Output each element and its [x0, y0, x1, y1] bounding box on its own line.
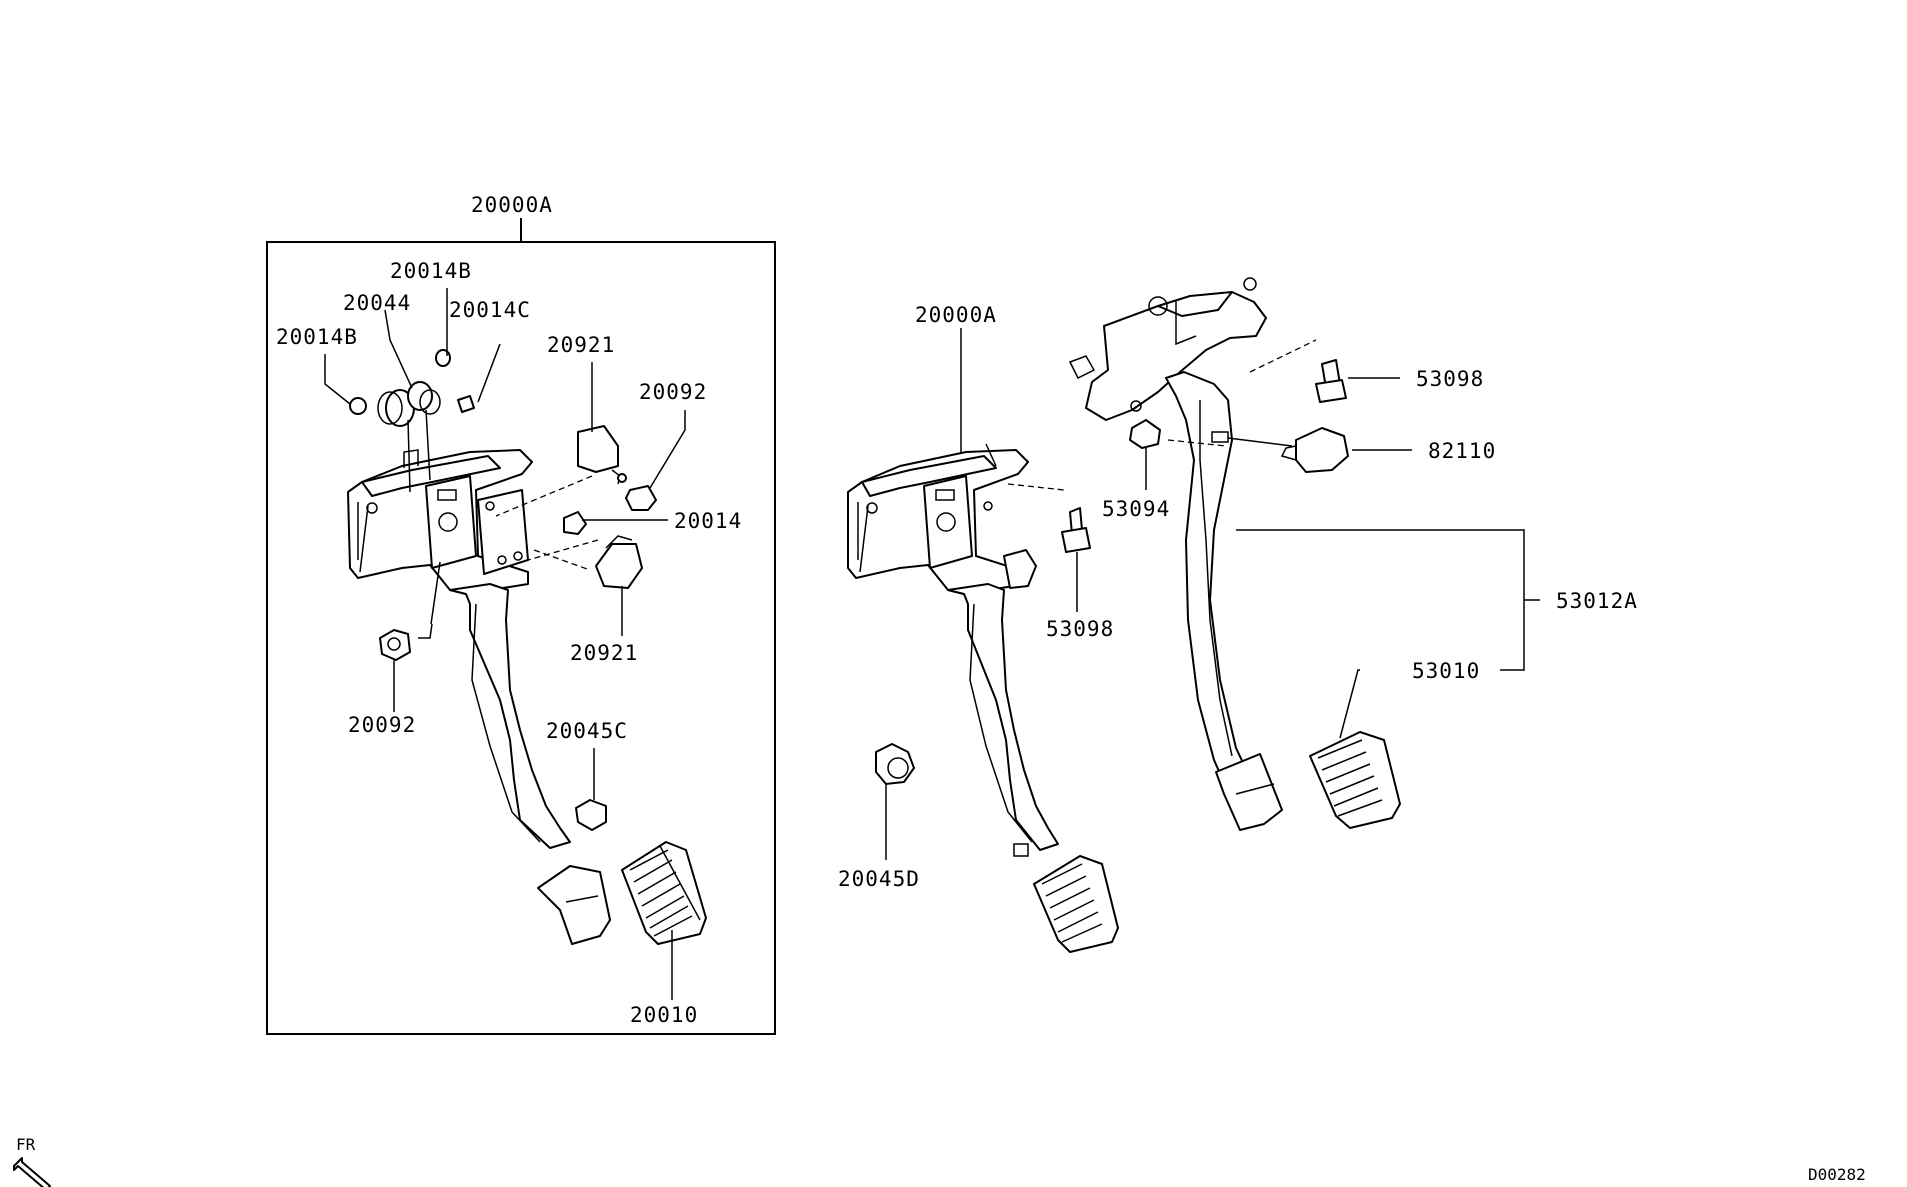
- label-clip-b-left: 20014B: [276, 325, 358, 349]
- right-assembly-group: 20000A 53098 82110 53094 53098 53012A 53…: [838, 277, 1638, 953]
- label-clip-c: 20014C: [449, 298, 531, 322]
- switch-bottom-part: [595, 535, 643, 589]
- label-bolt-top: 53098: [1416, 367, 1484, 391]
- label-switch-82110: 82110: [1428, 439, 1496, 463]
- label-clip-b-top: 20014B: [390, 259, 472, 283]
- clip-53094-part: [1129, 419, 1161, 449]
- label-switch-bottom: 20921: [570, 641, 638, 665]
- arrow-up-left-icon: [13, 1157, 51, 1187]
- clutch-pedal-arm: [1165, 371, 1283, 831]
- label-direction: FR: [16, 1135, 36, 1154]
- label-nut-left: 20092: [348, 713, 416, 737]
- label-pad-right: 53010: [1412, 659, 1480, 683]
- brake-pedal-arm: [449, 583, 611, 945]
- clip-b-left-part: [349, 397, 367, 415]
- bolt-top-part: [1315, 359, 1347, 403]
- label-bushing: 20014: [674, 509, 742, 533]
- return-spring: [377, 381, 441, 493]
- clip-b-top-part: [435, 349, 451, 367]
- bushing-part: [563, 511, 587, 535]
- front-direction-marker: FR: [13, 1135, 51, 1187]
- label-clip-53094: 53094: [1102, 497, 1170, 521]
- label-switch-top: 20921: [547, 333, 615, 357]
- label-bolt-mid: 53098: [1046, 617, 1114, 641]
- pedal-pad-clutch: [1309, 731, 1401, 829]
- stopper-c-part: [575, 799, 607, 831]
- nut-right-part: [625, 485, 657, 511]
- label-assy-top: 20000A: [471, 193, 553, 217]
- switch-82110-part: [1280, 427, 1349, 473]
- stopper-d-part: [875, 743, 915, 785]
- label-spring: 20044: [343, 291, 411, 315]
- leaders-left: [324, 288, 686, 1000]
- pedal-bracket-right: [847, 443, 1037, 595]
- label-stopper-d: 20045D: [838, 867, 920, 891]
- diagram-code: D00282: [1808, 1165, 1866, 1184]
- switch-top-part: [577, 425, 627, 485]
- leaders-right: [885, 328, 1540, 860]
- label-stopper-c: 20045C: [546, 719, 628, 743]
- pedal-bracket-left: [347, 449, 533, 595]
- pedal-pad-right-brake: [1033, 855, 1119, 953]
- label-pad-left: 20010: [630, 1003, 698, 1027]
- brake-pedal-arm-right: [947, 583, 1059, 857]
- label-nut-right: 20092: [639, 380, 707, 404]
- clutch-bracket: [1068, 277, 1267, 421]
- clip-c-part: [457, 395, 475, 413]
- nut-left-part: [379, 629, 411, 661]
- left-assembly-group: 20000A: [266, 193, 776, 1035]
- label-pedal-assy: 53012A: [1556, 589, 1638, 613]
- label-assy-right: 20000A: [915, 303, 997, 327]
- pedal-pad-left: [621, 841, 707, 945]
- bolt-mid-part: [1061, 507, 1091, 553]
